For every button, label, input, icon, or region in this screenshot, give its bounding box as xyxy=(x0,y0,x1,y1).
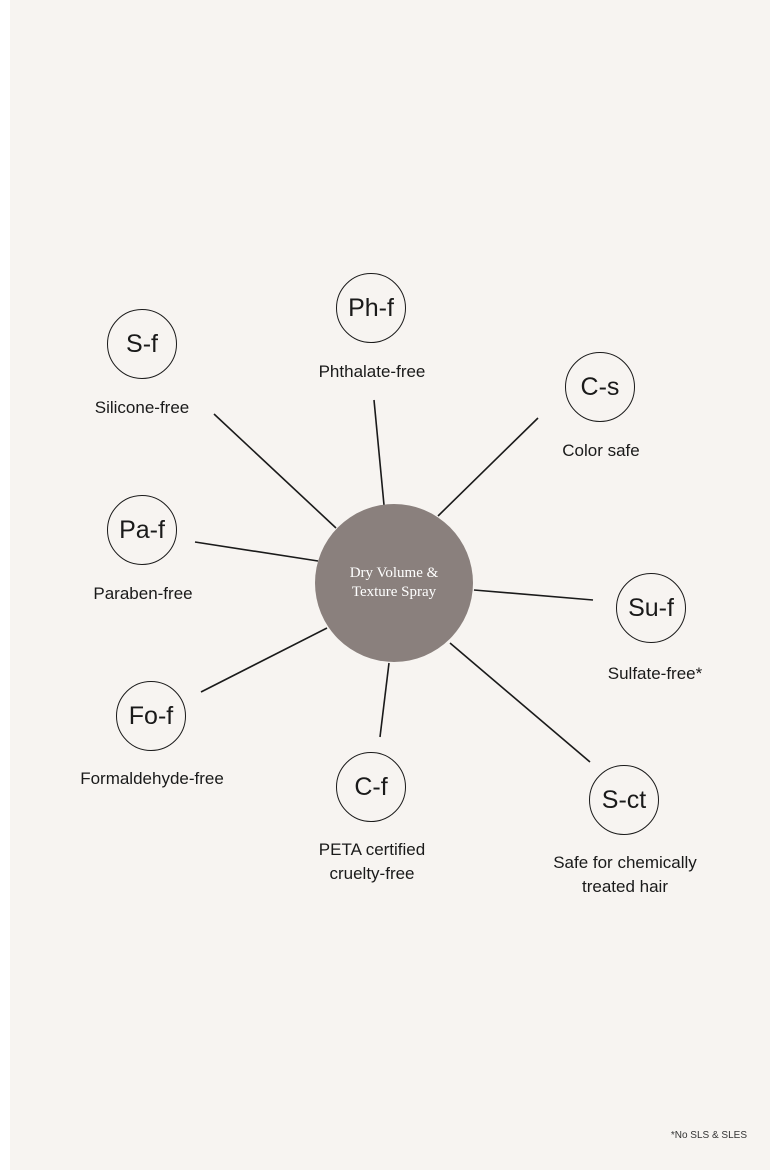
badge-phthalate-free: Ph-f xyxy=(336,273,406,343)
badge-abbr: S-ct xyxy=(601,785,647,814)
label-sulfate-free: Sulfate-free* xyxy=(607,664,703,683)
badge-abbr: C-f xyxy=(354,772,388,801)
label-phthalate-free: Phthalate-free xyxy=(318,362,426,381)
connector-paraben xyxy=(194,541,319,562)
label-color-safe: Color safe xyxy=(562,441,640,460)
connector-phthalate xyxy=(373,399,385,506)
badge-abbr: Fo-f xyxy=(128,701,174,730)
badge-abbr: S-f xyxy=(126,329,158,358)
label-formaldehyde-free: Formaldehyde-free xyxy=(80,769,224,788)
label-chemically-treated: Safe for chemically treated hair xyxy=(553,853,697,896)
badge-cruelty-free: C-f xyxy=(336,752,406,822)
connector-sulfate xyxy=(473,589,594,601)
label-cruelty-free: PETA certified cruelty-free xyxy=(318,840,426,883)
badge-color-safe: C-s xyxy=(565,352,635,422)
badge-chemically-treated: S-ct xyxy=(589,765,659,835)
badge-abbr: C-s xyxy=(580,372,620,401)
footnote: *No SLS & SLES xyxy=(670,1130,747,1141)
badge-abbr: Pa-f xyxy=(119,515,165,544)
badge-sulfate-free: Su-f xyxy=(616,573,686,643)
connector-color xyxy=(437,417,539,517)
product-center-circle: Dry Volume & Texture Spray xyxy=(315,504,473,662)
connector-cruelty xyxy=(379,662,390,738)
badge-abbr: Ph-f xyxy=(348,293,394,322)
connector-silicone xyxy=(213,413,337,529)
badge-paraben-free: Pa-f xyxy=(107,495,177,565)
product-name: Dry Volume & Texture Spray xyxy=(349,565,439,600)
label-silicone-free: Silicone-free xyxy=(94,398,190,417)
badge-silicone-free: S-f xyxy=(107,309,177,379)
label-paraben-free: Paraben-free xyxy=(93,584,193,603)
badge-formaldehyde-free: Fo-f xyxy=(116,681,186,751)
connector-chemically-treated xyxy=(449,642,591,763)
badge-abbr: Su-f xyxy=(628,593,674,622)
connector-formaldehyde xyxy=(200,627,328,693)
